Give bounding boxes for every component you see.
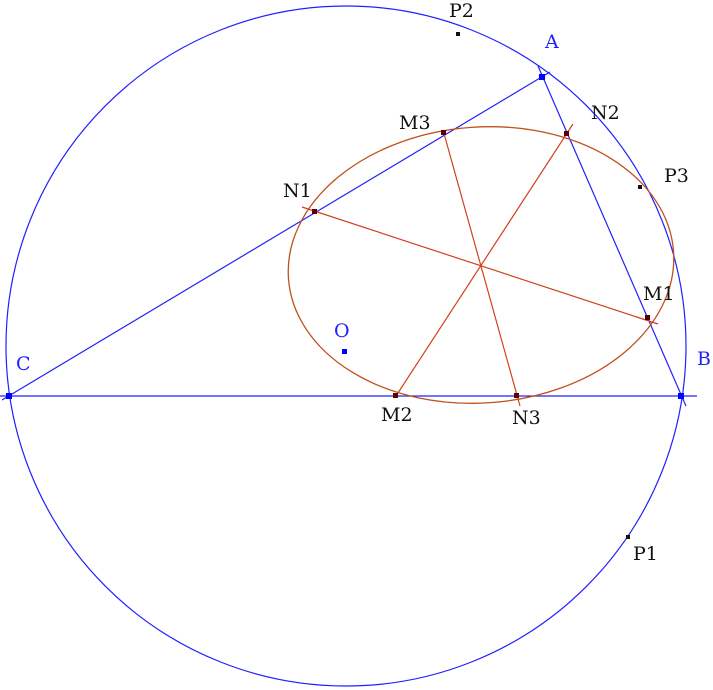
point-p2[interactable] [456,32,460,36]
label-p2: P2 [449,0,474,22]
label-o: O [334,320,350,342]
label-m1: M1 [643,283,675,305]
point-m3[interactable] [441,130,446,135]
point-o[interactable] [342,349,347,354]
label-n2: N2 [591,102,620,124]
point-n2[interactable] [564,131,569,136]
circumcircle [5,5,687,687]
point-p1[interactable] [626,535,630,539]
label-b: B [697,348,711,370]
label-m2: M2 [381,404,413,426]
point-p3[interactable] [638,185,642,189]
label-n1: N1 [283,180,312,202]
label-c: C [16,353,31,375]
chord-m3-n3 [442,129,521,407]
side-ab [537,65,687,407]
conic-ellipse [287,126,675,404]
point-b[interactable] [678,393,684,399]
point-n1[interactable] [312,209,317,214]
label-n3: N3 [512,407,541,429]
chord-m2-n2 [395,123,574,397]
side-ca [1,71,551,401]
label-m3: M3 [399,112,431,134]
point-m1[interactable] [645,315,650,320]
label-p3: P3 [664,165,689,187]
point-c[interactable] [6,393,12,399]
chord-m1-n1 [301,206,659,325]
label-a: A [545,31,559,53]
label-p1: P1 [633,543,658,565]
point-m2[interactable] [393,393,398,398]
point-n3[interactable] [514,393,519,398]
point-a[interactable] [539,74,545,80]
